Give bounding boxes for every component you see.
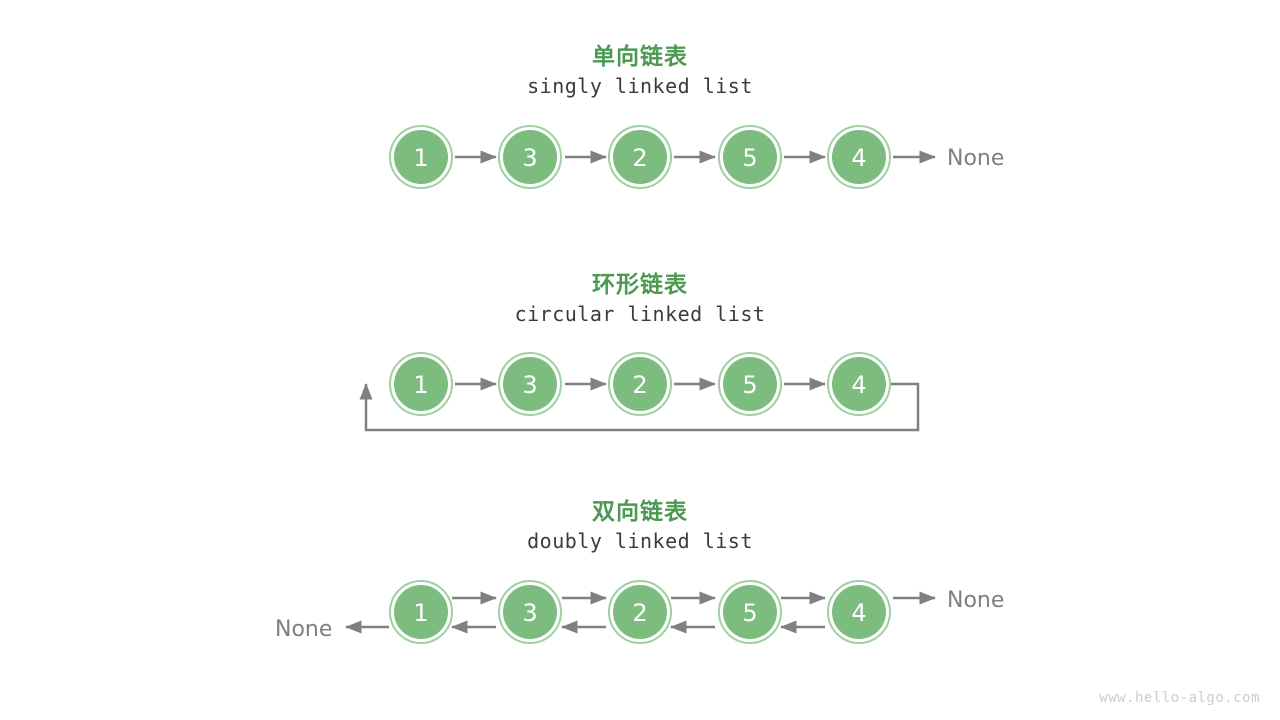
section-title-singly: 单向链表 bbox=[592, 44, 688, 70]
node-value: 5 bbox=[742, 371, 757, 399]
loop-back-path-circular bbox=[359, 382, 920, 432]
list-node: 3 bbox=[498, 580, 562, 644]
node-list-doubly: 1 3 2 5 4 bbox=[389, 580, 891, 644]
list-node: 1 bbox=[389, 352, 453, 416]
node-value: 3 bbox=[522, 144, 537, 172]
node-value: 5 bbox=[742, 599, 757, 627]
tail-none-label-doubly: None bbox=[947, 588, 1005, 613]
section-title-doubly: 双向链表 bbox=[592, 499, 688, 525]
list-node: 2 bbox=[608, 352, 672, 416]
section-subtitle-circular: circular linked list bbox=[514, 302, 766, 326]
list-node: 4 bbox=[827, 580, 891, 644]
node-list-circular: 1 3 2 5 4 bbox=[389, 352, 891, 416]
list-node: 2 bbox=[608, 580, 672, 644]
node-value: 1 bbox=[413, 144, 428, 172]
node-value: 5 bbox=[742, 144, 757, 172]
list-node: 2 bbox=[608, 125, 672, 189]
node-value: 2 bbox=[632, 371, 647, 399]
node-value: 4 bbox=[851, 599, 866, 627]
list-node: 3 bbox=[498, 125, 562, 189]
node-value: 2 bbox=[632, 599, 647, 627]
node-value: 4 bbox=[851, 144, 866, 172]
section-subtitle-singly: singly linked list bbox=[527, 74, 753, 98]
node-value: 1 bbox=[413, 599, 428, 627]
list-node: 1 bbox=[389, 580, 453, 644]
list-node: 1 bbox=[389, 125, 453, 189]
list-node: 4 bbox=[827, 125, 891, 189]
list-node: 4 bbox=[827, 352, 891, 416]
list-node: 5 bbox=[718, 125, 782, 189]
list-node: 3 bbox=[498, 352, 562, 416]
node-value: 3 bbox=[522, 371, 537, 399]
node-value: 4 bbox=[851, 371, 866, 399]
loop-back-arrow bbox=[359, 382, 920, 432]
list-node: 5 bbox=[718, 580, 782, 644]
list-node: 5 bbox=[718, 352, 782, 416]
watermark: www.hello-algo.com bbox=[1099, 690, 1260, 706]
section-doubly: 1 3 2 5 4 bbox=[344, 580, 937, 644]
node-list-singly: 1 3 2 5 4 bbox=[389, 125, 891, 189]
node-value: 3 bbox=[522, 599, 537, 627]
section-title-circular: 环形链表 bbox=[592, 272, 688, 298]
head-none-label-doubly: None bbox=[275, 617, 333, 642]
section-singly: 1 3 2 5 4 bbox=[389, 125, 937, 189]
node-value: 1 bbox=[413, 371, 428, 399]
node-value: 2 bbox=[632, 144, 647, 172]
tail-none-label-singly: None bbox=[947, 146, 1005, 171]
section-subtitle-doubly: doubly linked list bbox=[527, 529, 753, 553]
section-circular: 1 3 2 5 4 bbox=[359, 352, 920, 432]
